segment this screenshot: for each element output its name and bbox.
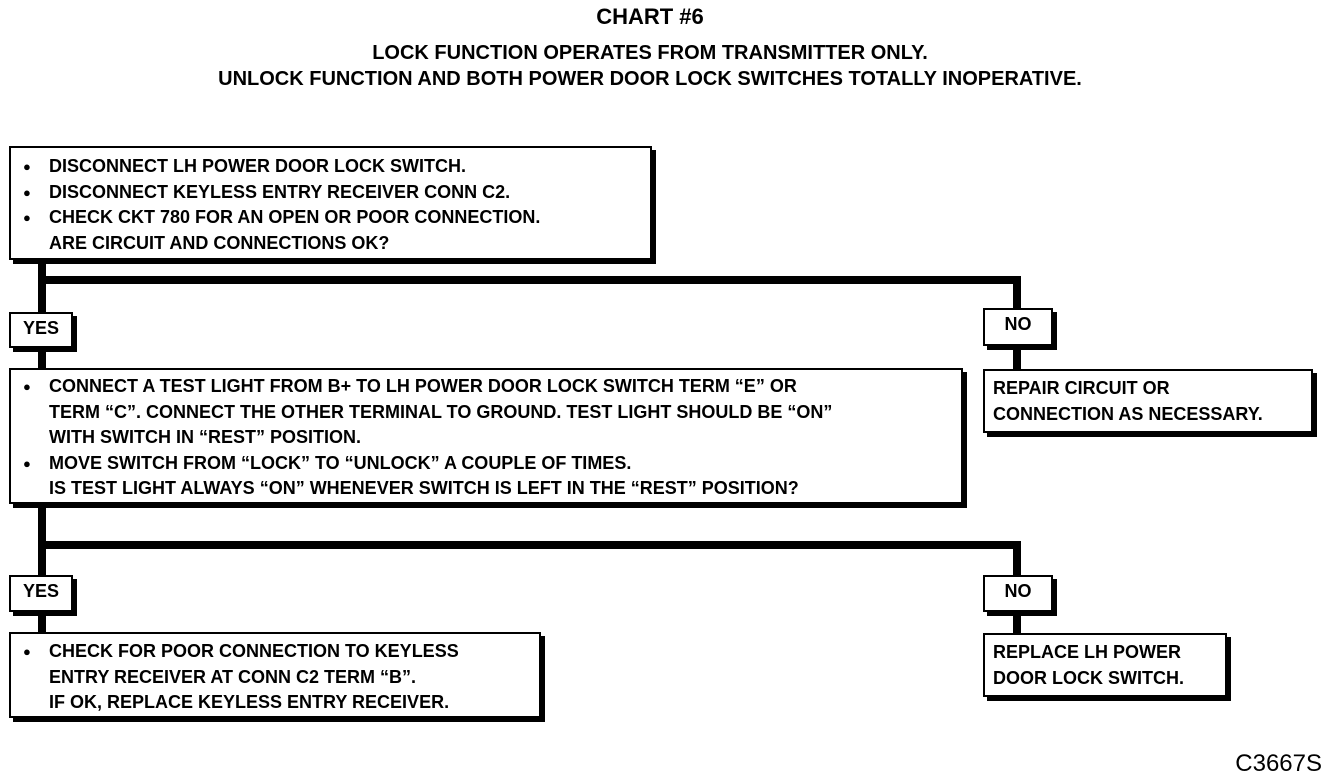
step1-list: DISCONNECT LH POWER DOOR LOCK SWITCH. DI… xyxy=(11,154,650,231)
branch1-no-tag: NO xyxy=(983,308,1053,346)
connector-branch1-horizontal xyxy=(38,276,1021,284)
step1-box: DISCONNECT LH POWER DOOR LOCK SWITCH. DI… xyxy=(9,146,652,260)
chart-subtitle: LOCK FUNCTION OPERATES FROM TRANSMITTER … xyxy=(0,40,1300,92)
branch2-yes-tag: YES xyxy=(9,575,73,612)
branch1-yes-tag: YES xyxy=(9,312,73,348)
connector-yes2-step3 xyxy=(38,610,46,636)
replace-box: REPLACE LH POWER DOOR LOCK SWITCH. xyxy=(983,633,1227,697)
step1-bullet-1: DISCONNECT LH POWER DOOR LOCK SWITCH. xyxy=(11,154,650,180)
chart-title: CHART #6 xyxy=(596,4,704,29)
replace-line-1: REPLACE LH POWER xyxy=(993,642,1182,662)
step2-question: IS TEST LIGHT ALWAYS “ON” WHENEVER SWITC… xyxy=(49,478,799,498)
step2-bullet-1-line-2: TERM “C”. CONNECT THE OTHER TERMINAL TO … xyxy=(49,401,833,422)
repair-line-1: REPAIR CIRCUIT OR xyxy=(993,378,1170,398)
step3-bullet: CHECK FOR POOR CONNECTION TO KEYLESS ENT… xyxy=(11,639,539,716)
step1-bullet-2: DISCONNECT KEYLESS ENTRY RECEIVER CONN C… xyxy=(11,180,650,206)
step1-bullet-3: CHECK CKT 780 FOR AN OPEN OR POOR CONNEC… xyxy=(11,205,650,231)
repair-box: REPAIR CIRCUIT OR CONNECTION AS NECESSAR… xyxy=(983,369,1313,433)
connector-branch1-no xyxy=(1013,276,1021,310)
step2-bullet-1-line-3: WITH SWITCH IN “REST” POSITION. xyxy=(49,427,361,447)
step3-box: CHECK FOR POOR CONNECTION TO KEYLESS ENT… xyxy=(9,632,541,718)
step3-line-1: CHECK FOR POOR CONNECTION TO KEYLESS xyxy=(49,641,459,661)
connector-step1-down xyxy=(38,258,46,314)
subtitle-line-1: LOCK FUNCTION OPERATES FROM TRANSMITTER … xyxy=(372,42,928,64)
connector-step2-down xyxy=(38,502,46,578)
step2-bullet-1: CONNECT A TEST LIGHT FROM B+ TO LH POWER… xyxy=(11,374,961,451)
connector-no1-repair xyxy=(1013,345,1021,371)
connector-yes1-step2 xyxy=(38,346,46,370)
connector-branch2-horizontal xyxy=(38,541,1021,549)
replace-line-2: DOOR LOCK SWITCH. xyxy=(993,667,1184,688)
repair-line-2: CONNECTION AS NECESSARY. xyxy=(993,403,1263,424)
step2-bullet-2: MOVE SWITCH FROM “LOCK” TO “UNLOCK” A CO… xyxy=(11,451,961,477)
branch2-no-tag: NO xyxy=(983,575,1053,612)
step2-box: CONNECT A TEST LIGHT FROM B+ TO LH POWER… xyxy=(9,368,963,504)
step2-list: CONNECT A TEST LIGHT FROM B+ TO LH POWER… xyxy=(11,374,961,476)
subtitle-line-2: UNLOCK FUNCTION AND BOTH POWER DOOR LOCK… xyxy=(218,68,1082,90)
connector-branch2-no xyxy=(1013,541,1021,577)
step2-bullet-1-line-1: CONNECT A TEST LIGHT FROM B+ TO LH POWER… xyxy=(49,376,797,396)
step3-list: CHECK FOR POOR CONNECTION TO KEYLESS ENT… xyxy=(11,639,539,716)
step3-line-3: IF OK, REPLACE KEYLESS ENTRY RECEIVER. xyxy=(49,692,450,712)
figure-code: C3667S xyxy=(1235,750,1322,777)
connector-no2-replace xyxy=(1013,610,1021,636)
step1-question: ARE CIRCUIT AND CONNECTIONS OK? xyxy=(49,232,390,253)
step3-line-2: ENTRY RECEIVER AT CONN C2 TERM “B”. xyxy=(49,666,417,687)
